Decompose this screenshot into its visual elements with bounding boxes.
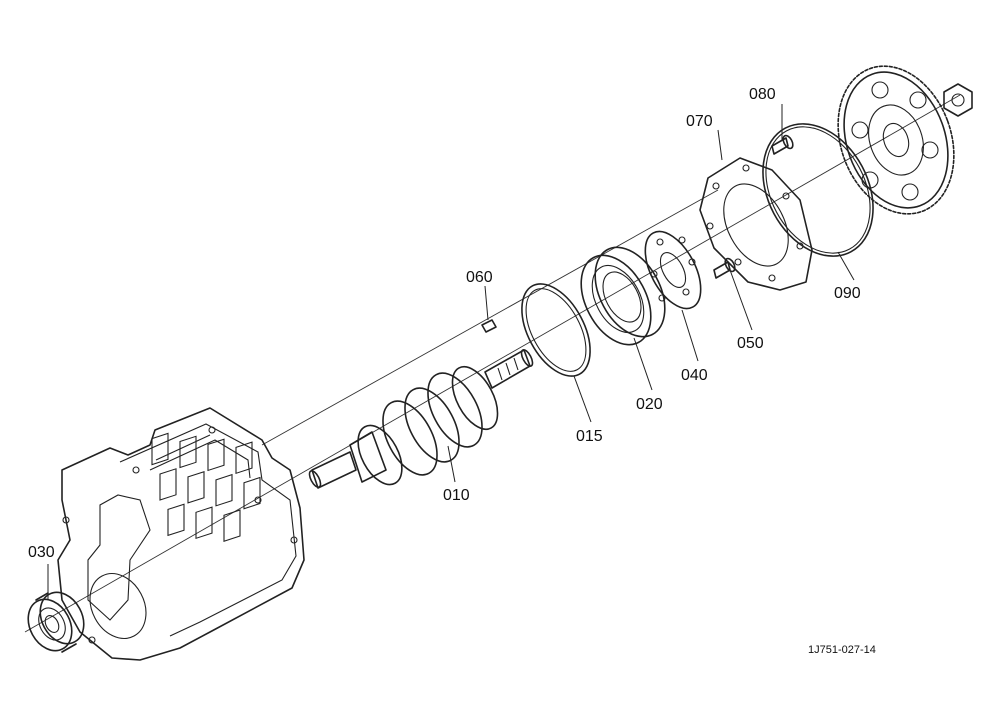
plate-070 (699, 157, 813, 291)
nut (943, 83, 973, 117)
assembly-axis (24, 94, 961, 633)
bearing-030 (27, 591, 85, 653)
callout-070: 070 (686, 113, 713, 130)
callout-020: 020 (636, 396, 663, 413)
key-060 (481, 319, 497, 333)
leader-lines (47, 104, 855, 600)
assembly-axis-upper (261, 189, 719, 446)
callout-060: 060 (466, 269, 493, 286)
callout-080: 080 (749, 86, 776, 103)
callout-050: 050 (737, 335, 764, 352)
flange-040 (644, 230, 702, 310)
oring-090 (762, 123, 874, 257)
transmission-case (57, 407, 305, 661)
callout-090: 090 (834, 285, 861, 302)
callout-040: 040 (681, 367, 708, 384)
callout-010: 010 (443, 487, 470, 504)
shaft-010 (308, 349, 534, 489)
callout-015: 015 (576, 428, 603, 445)
bearing-020 (580, 246, 666, 346)
drawing-code: 1J751-027-14 (808, 644, 876, 656)
gear (837, 65, 955, 215)
bolt-080 (771, 134, 794, 155)
ring-015 (521, 283, 591, 377)
callout-030: 030 (28, 544, 55, 561)
